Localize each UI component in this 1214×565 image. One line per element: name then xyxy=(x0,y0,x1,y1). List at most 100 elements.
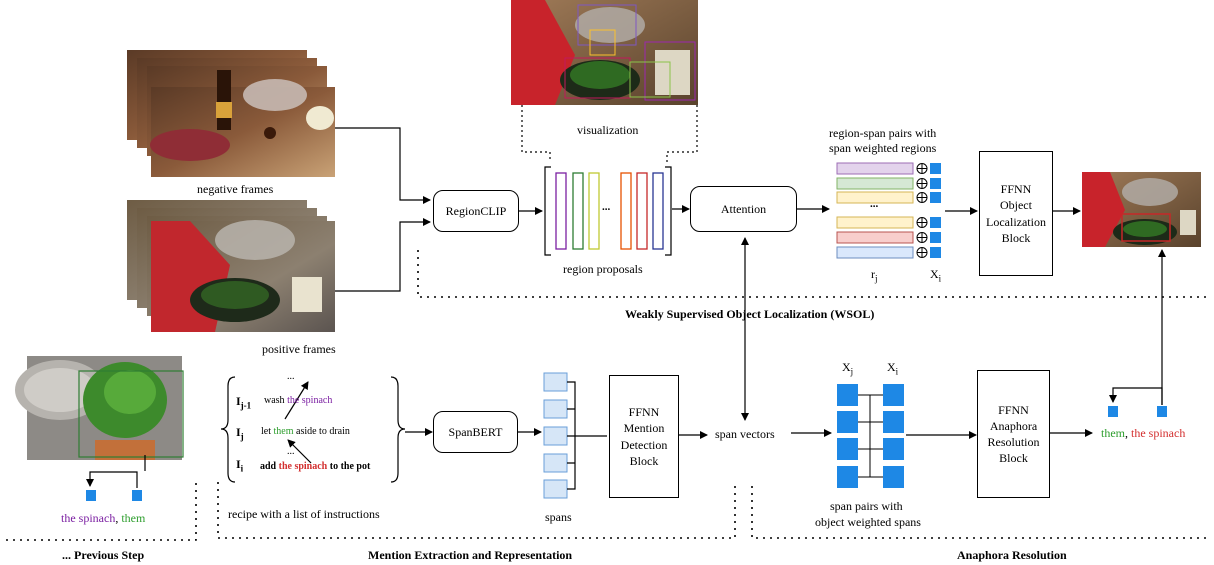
recipe-caption: recipe with a list of instructions xyxy=(228,507,380,521)
ffnn-anaphora-line-2: Resolution xyxy=(987,435,1040,449)
proposal-ellipsis: ... xyxy=(602,201,611,213)
span-weight-square xyxy=(930,247,941,258)
region-bar xyxy=(836,162,914,175)
span-weight-square xyxy=(930,163,941,174)
region-span-pairs xyxy=(836,162,941,259)
previous-link-icon xyxy=(86,455,146,501)
wsol-boundary xyxy=(417,250,1210,298)
frames-to-regionclip-arrows xyxy=(335,127,431,292)
span-vectors-label: span vectors xyxy=(715,427,775,441)
r-j-label: rj xyxy=(871,267,878,284)
span-xi-square xyxy=(883,438,904,460)
region-bar xyxy=(836,191,914,204)
span-weight-square xyxy=(930,217,941,228)
span-xi-square xyxy=(883,466,904,488)
ffnn-anaphora-line-0: FFNN xyxy=(998,402,1029,417)
span-box xyxy=(543,426,568,446)
region-bar xyxy=(836,216,914,229)
recipe-row-label-j: Ij xyxy=(236,425,244,442)
ffnn-mention-line-3: Block xyxy=(629,453,659,468)
result-mentions: them, the spinach xyxy=(1101,426,1186,440)
spans-label: spans xyxy=(545,510,572,524)
region-proposal-strip xyxy=(620,172,632,250)
recipe-ellipsis-top: ... xyxy=(287,371,295,382)
attention-box: Attention xyxy=(690,186,797,232)
region-proposal-strip xyxy=(636,172,648,250)
span-box xyxy=(543,399,568,419)
pairs-ellipsis: ... xyxy=(870,198,879,210)
ffnn-mention-line-0: FFNN xyxy=(628,405,660,420)
recipe-ellipsis-mid: ... xyxy=(287,446,295,457)
recipe-reference-arrows xyxy=(284,381,312,464)
region-bar xyxy=(836,246,914,259)
section-boundaries xyxy=(6,482,1210,541)
ffnn-object-line-2: Localization xyxy=(986,214,1046,229)
span-xj-square xyxy=(837,384,858,406)
mention-section-title: Mention Extraction and Representation xyxy=(368,548,573,562)
span-xj-square xyxy=(837,466,858,488)
spanbert-box: SpanBERT xyxy=(433,411,518,453)
recipe-instruction-j: let them aside to drain xyxy=(261,426,350,437)
recipe-instruction-i: add the spinach to the pot xyxy=(260,461,371,472)
x-i-label: Xi xyxy=(930,267,942,284)
ffnn-anaphora-line-1: Anaphora xyxy=(989,418,1038,433)
region-proposal-strip xyxy=(572,172,584,250)
pairs-caption-line1: span pairs with xyxy=(830,499,903,513)
ffnn-object-line-3: Block xyxy=(1001,230,1031,245)
span-box xyxy=(543,372,568,392)
span-box xyxy=(543,479,568,499)
span-xi-square xyxy=(883,411,904,433)
visualization-label: visualization xyxy=(577,123,639,137)
xi-label: Xi xyxy=(887,360,899,377)
recipe-brace-left xyxy=(220,376,236,483)
localized-output-image xyxy=(1082,172,1201,247)
span-xj-square xyxy=(837,411,858,433)
region-proposals-label: region proposals xyxy=(563,262,643,276)
recipe-instruction-j-1: wash the spinach xyxy=(264,395,333,406)
previous-step-image xyxy=(15,356,184,460)
ffnn-mention-line-1: Mention xyxy=(623,421,665,436)
negative-frames-image xyxy=(127,50,335,177)
region-bar xyxy=(836,231,914,244)
span-boxes xyxy=(543,372,607,499)
region-proposal-strip xyxy=(555,172,567,250)
pairs-caption-line2: object weighted spans xyxy=(815,515,921,529)
span-xi-square xyxy=(883,384,904,406)
recipe-brace-right xyxy=(390,376,406,483)
xj-label: Xj xyxy=(842,360,854,377)
pairs-title-line2: span weighted regions xyxy=(829,141,937,155)
ffnn-anaphora-line-3: Block xyxy=(999,451,1028,466)
recipe-row-label-j-1: Ij-1 xyxy=(236,394,252,411)
region-proposals-bracket xyxy=(544,166,672,256)
previous-mentions: the spinach, them xyxy=(61,511,146,525)
span-xj-square xyxy=(837,438,858,460)
recipe-row-label-i: Ii xyxy=(236,457,244,474)
ffnn-mention-line-2: Detection xyxy=(620,437,668,452)
previous-step-section-title: ... Previous Step xyxy=(62,548,145,562)
span-connector xyxy=(567,381,607,490)
span-weight-square xyxy=(930,232,941,243)
region-bar xyxy=(836,177,914,190)
positive-frames-label: positive frames xyxy=(262,342,336,356)
regionclip-box: RegionCLIP xyxy=(433,190,519,232)
span-weight-square xyxy=(930,178,941,189)
span-pair-grid xyxy=(837,384,904,488)
negative-frames-label: negative frames xyxy=(197,182,274,196)
visualization-links xyxy=(521,105,698,162)
region-proposal-strip xyxy=(588,172,600,250)
anaphora-section-title: Anaphora Resolution xyxy=(957,548,1067,562)
positive-frames-image xyxy=(127,200,335,332)
pairs-title-line1: region-span pairs with xyxy=(829,126,937,140)
wsol-section-title: Weakly Supervised Object Localization (W… xyxy=(625,307,875,321)
visualization-image xyxy=(511,0,698,105)
ffnn-object-line-1: Object xyxy=(999,198,1032,213)
ffnn-object-line-0: FFNN xyxy=(1000,182,1032,197)
span-box xyxy=(543,453,568,473)
result-link-icon xyxy=(1108,387,1167,417)
span-weight-square xyxy=(930,192,941,203)
region-proposal-strips xyxy=(555,172,664,250)
